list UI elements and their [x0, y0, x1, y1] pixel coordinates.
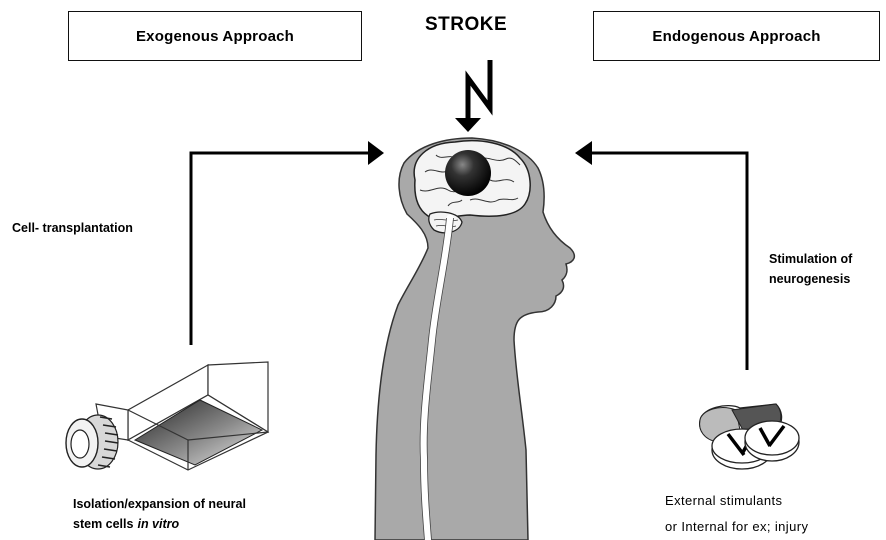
pills-icon — [700, 404, 799, 469]
isolation-line-1: Isolation/expansion of neural — [73, 494, 246, 514]
endogenous-approach-title: Endogenous Approach — [652, 28, 820, 45]
stimulation-line-2: neurogenesis — [769, 269, 852, 289]
culture-flask-icon — [66, 362, 268, 470]
isolation-line-2: stem cells in vitro — [73, 514, 246, 534]
exogenous-approach-box: Exogenous Approach — [68, 11, 362, 61]
isolation-line-2-prefix: stem cells — [73, 517, 133, 531]
stroke-lesion — [445, 150, 491, 196]
exogenous-approach-title: Exogenous Approach — [136, 28, 294, 45]
external-stimulants-label: External stimulants or Internal for ex; … — [665, 488, 808, 540]
cell-transplantation-label: Cell- transplantation — [12, 218, 133, 238]
exogenous-arrow — [191, 141, 384, 345]
endogenous-arrow — [575, 141, 747, 370]
stimulation-line-1: Stimulation of — [769, 249, 852, 269]
external-line-1: External stimulants — [665, 488, 808, 514]
stroke-arrow — [455, 60, 490, 132]
external-line-2: or Internal for ex; injury — [665, 514, 808, 540]
isolation-label: Isolation/expansion of neural stem cells… — [73, 494, 246, 534]
stimulation-label: Stimulation of neurogenesis — [769, 249, 852, 289]
in-vitro-text: in vitro — [137, 517, 179, 531]
stroke-title: STROKE — [425, 14, 507, 36]
endogenous-approach-box: Endogenous Approach — [593, 11, 880, 61]
